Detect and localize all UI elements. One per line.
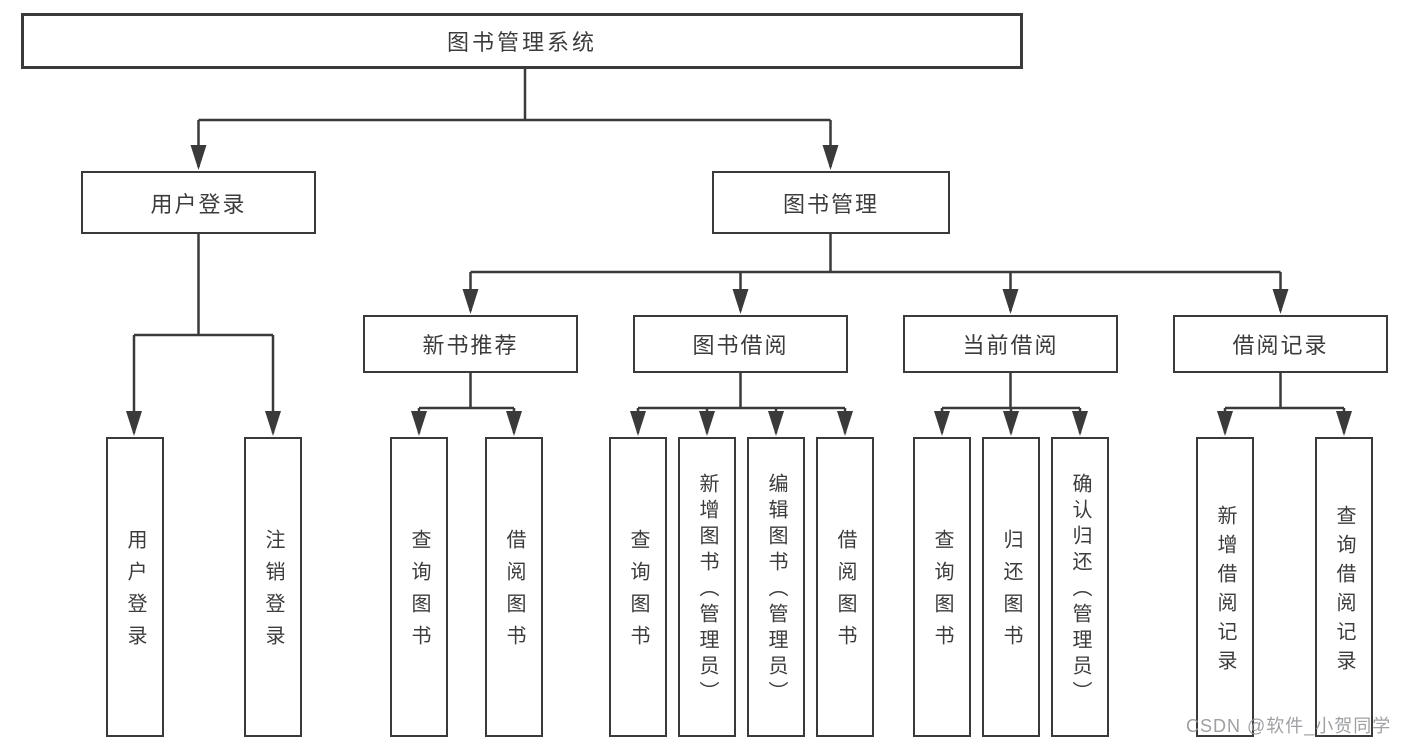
leaf-confirm-return-admin: 确认归还（管理员） bbox=[1051, 437, 1109, 737]
arrowhead bbox=[1272, 289, 1289, 314]
arrowhead bbox=[265, 411, 281, 436]
arrowhead bbox=[822, 145, 839, 170]
leaf-return-books: 归还图书 bbox=[982, 437, 1040, 737]
csdn-watermark: CSDN @软件_小贺同学 bbox=[1186, 716, 1392, 736]
arrowhead bbox=[411, 411, 427, 436]
leaf-user-login: 用户登录 bbox=[106, 437, 164, 737]
leaf-query-books-current: 查询图书 bbox=[913, 437, 971, 737]
arrowhead bbox=[768, 411, 784, 436]
node-current-borrowing: 当前借阅 bbox=[903, 315, 1118, 373]
arrowhead bbox=[1002, 289, 1019, 314]
connector-path bbox=[132, 69, 1346, 433]
leaf-add-borrow-record: 新增借阅记录 bbox=[1196, 437, 1254, 737]
leaf-query-books-recommend: 查询图书 bbox=[390, 437, 448, 737]
arrowhead bbox=[1003, 411, 1019, 436]
arrowhead bbox=[1072, 411, 1088, 436]
arrowhead bbox=[837, 411, 853, 436]
arrowhead bbox=[1217, 411, 1233, 436]
leaf-borrow-books: 借阅图书 bbox=[816, 437, 874, 737]
node-new-book-recommendation: 新书推荐 bbox=[363, 315, 578, 373]
leaf-edit-book-admin: 编辑图书（管理员） bbox=[747, 437, 805, 737]
leaf-query-books-borrowing: 查询图书 bbox=[609, 437, 667, 737]
node-book-management: 图书管理 bbox=[712, 171, 950, 234]
node-user-login: 用户登录 bbox=[81, 171, 316, 234]
arrowhead bbox=[732, 289, 749, 314]
node-borrowing-records: 借阅记录 bbox=[1173, 315, 1388, 373]
leaf-borrow-books-recommend: 借阅图书 bbox=[485, 437, 543, 737]
arrowhead bbox=[1336, 411, 1352, 436]
arrowhead bbox=[934, 411, 950, 436]
arrowhead bbox=[126, 411, 142, 436]
arrowhead bbox=[630, 411, 646, 436]
arrowhead bbox=[190, 145, 207, 170]
leaf-query-borrow-record: 查询借阅记录 bbox=[1315, 437, 1373, 737]
arrowhead bbox=[506, 411, 522, 436]
leaf-logout: 注销登录 bbox=[244, 437, 302, 737]
leaf-add-book-admin: 新增图书（管理员） bbox=[678, 437, 736, 737]
node-library-management-system: 图书管理系统 bbox=[21, 13, 1023, 69]
arrowhead bbox=[699, 411, 715, 436]
node-book-borrowing: 图书借阅 bbox=[633, 315, 848, 373]
arrowhead bbox=[462, 289, 479, 314]
